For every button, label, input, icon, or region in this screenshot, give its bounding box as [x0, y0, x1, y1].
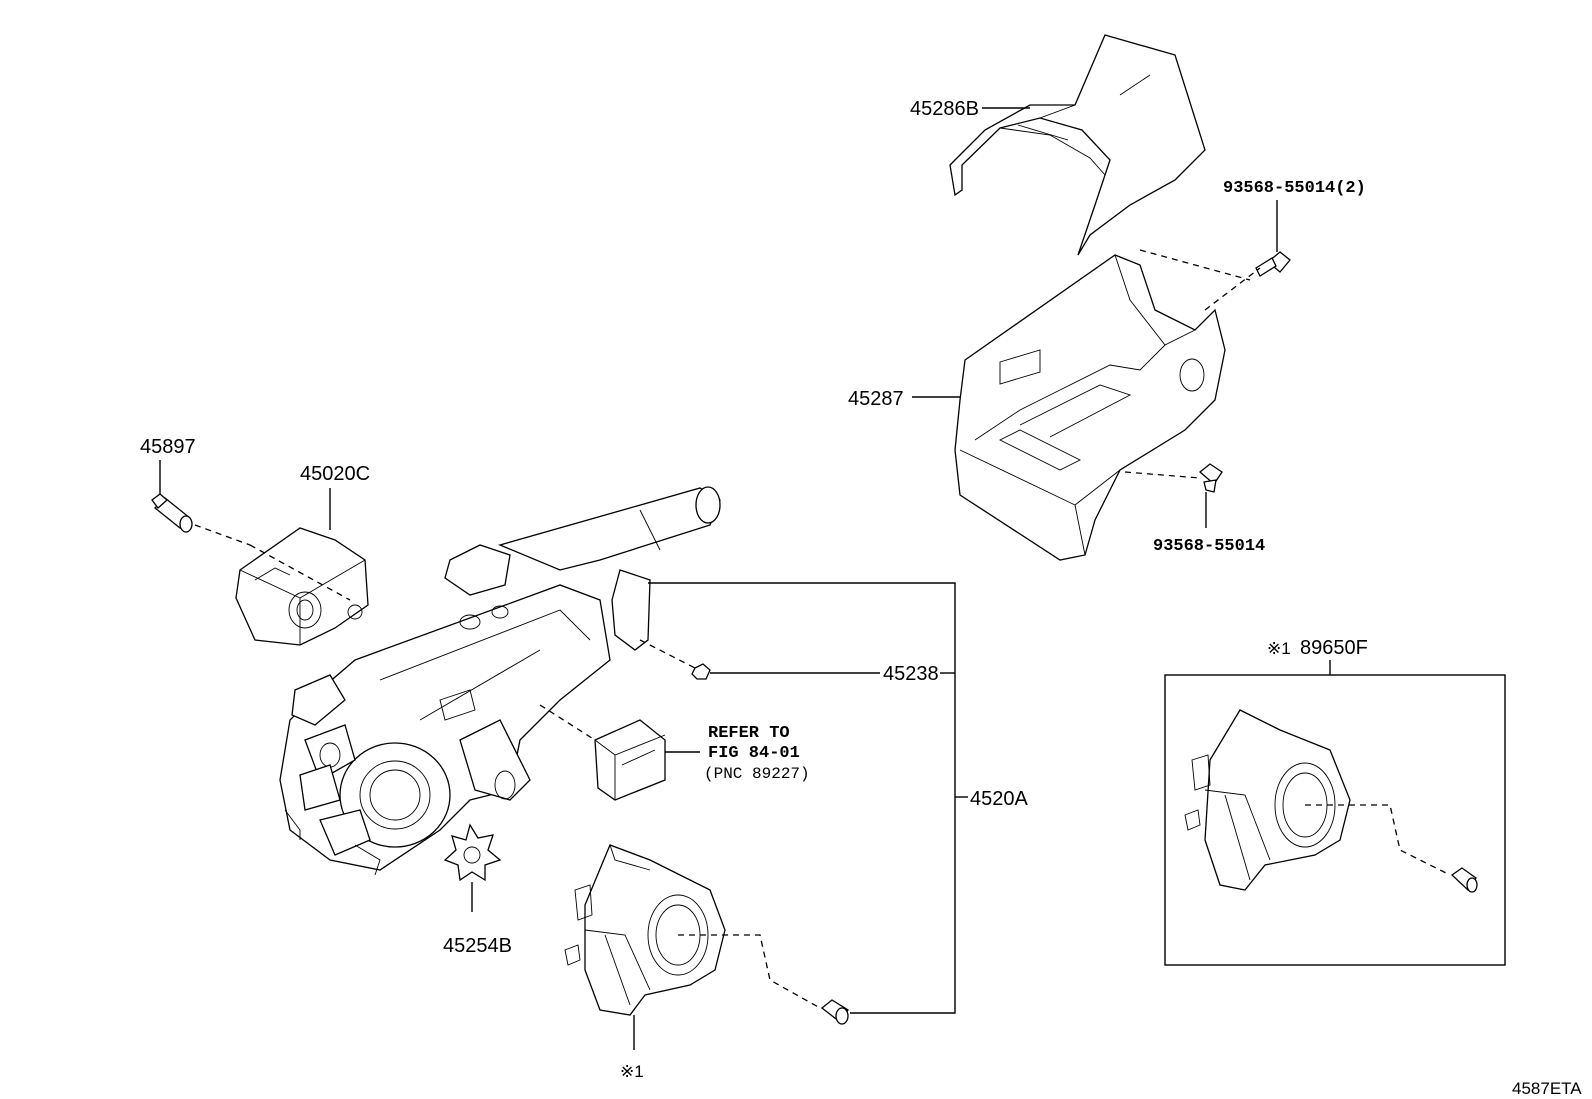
- label-screw-pair: 93568-55014(2): [1223, 179, 1366, 198]
- screw-lower: [1198, 463, 1223, 493]
- nut-45238: [691, 663, 711, 680]
- label-45287: 45287: [848, 388, 904, 410]
- upper-column-cover: [949, 34, 1206, 256]
- lock-cylinder-housing: [235, 527, 369, 646]
- label-refer-line2: FIG 84-01: [708, 744, 800, 763]
- label-4520a: 4520A: [970, 788, 1028, 810]
- label-45020c: 45020C: [300, 463, 370, 485]
- steering-column-assembly: [279, 486, 721, 876]
- label-figure-code: 4587ETA: [1512, 1079, 1582, 1098]
- bolt-45897: [151, 493, 193, 533]
- label-box-note: ※1: [1267, 639, 1291, 658]
- label-refer-line1: REFER TO: [708, 724, 790, 743]
- label-45897: 45897: [140, 436, 196, 458]
- inset-box-89650f: [1164, 660, 1506, 966]
- label-note-mark-bottom: ※1: [620, 1062, 644, 1081]
- steering-cover-lower-assy: [564, 844, 726, 1016]
- label-screw-single: 93568-55014: [1153, 537, 1265, 556]
- label-refer-line3: (PNC 89227): [704, 765, 810, 783]
- spacer-45254b: [443, 823, 502, 882]
- label-45238: 45238: [883, 663, 939, 685]
- column-assy-bracket: [648, 582, 968, 1014]
- screw-upper: [1255, 251, 1291, 277]
- lower-column-cover: [954, 254, 1226, 561]
- label-45286b: 45286B: [910, 98, 979, 120]
- label-45254b: 45254B: [443, 935, 512, 957]
- ecu-module: [594, 719, 666, 801]
- label-89650f: 89650F: [1300, 637, 1368, 659]
- screw-bottom: [820, 999, 849, 1025]
